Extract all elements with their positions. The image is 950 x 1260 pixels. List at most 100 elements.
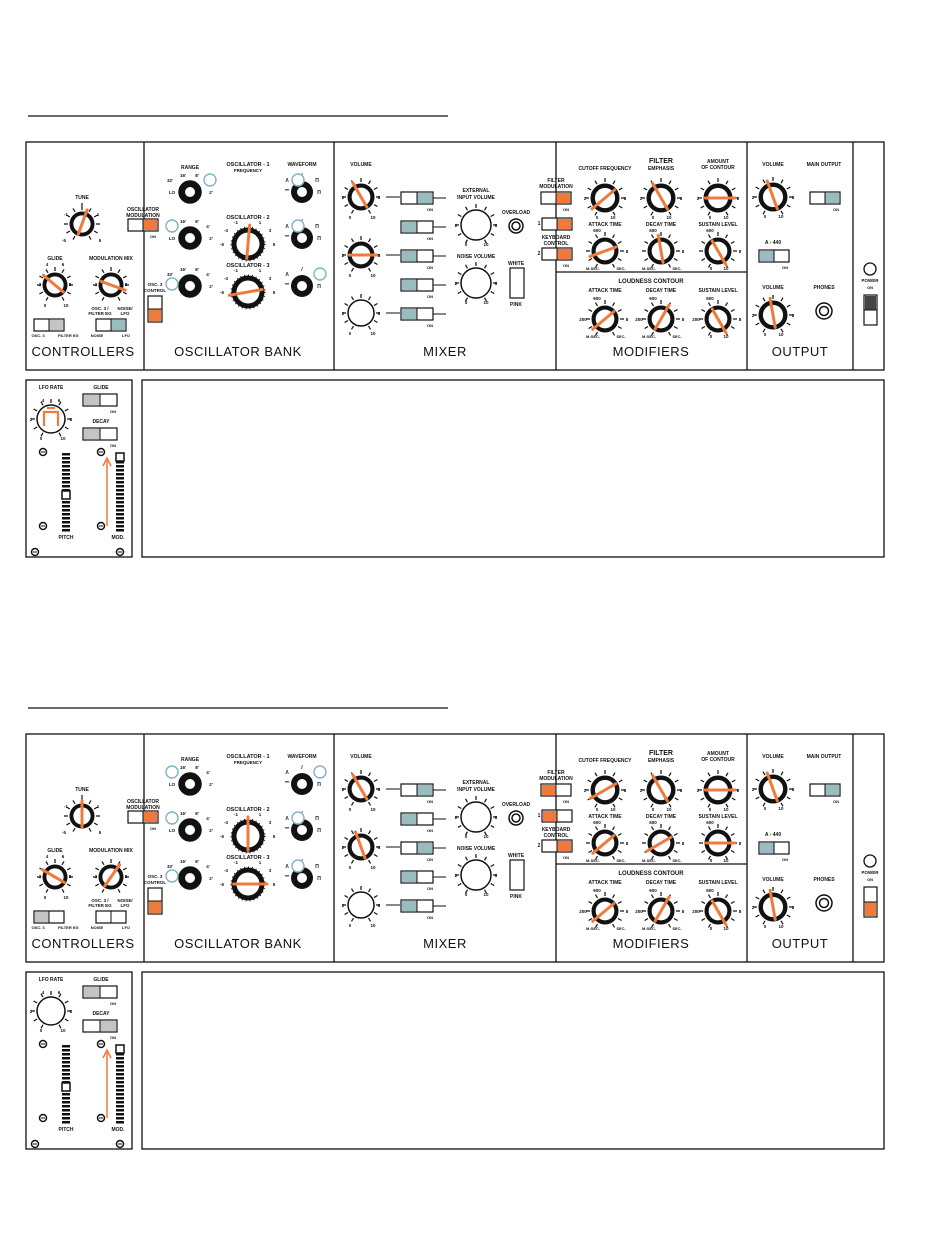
mixer-channel-4-switch[interactable] (400, 870, 434, 884)
switch-fill (100, 1021, 116, 1031)
filter-sustain-level-knob[interactable] (699, 824, 737, 860)
filter-sustain-level-knob[interactable] (699, 232, 737, 268)
oscillator-1-volume-knob[interactable] (342, 770, 380, 806)
keyboard-control-1-switch[interactable] (541, 809, 573, 823)
label-osc2: OSCILLATOR - 2 (226, 215, 269, 221)
oscillator-1-volume-knob[interactable] (342, 178, 380, 214)
main-output-switch[interactable] (809, 191, 841, 205)
tick-mark (66, 230, 71, 234)
pitch-wheel[interactable] (61, 453, 71, 532)
amount-of-contour-knob[interactable] (698, 770, 738, 808)
power-switch[interactable] (863, 886, 878, 918)
mixer-channel-2-switch[interactable] (400, 812, 434, 826)
keyboard-control-2-switch[interactable] (541, 247, 573, 261)
osc3-control-switch[interactable] (147, 295, 163, 323)
noise-lfo-switch[interactable] (95, 318, 127, 332)
mixer-channel-3-switch[interactable] (400, 249, 434, 263)
tick-mark (701, 308, 706, 313)
osc3-frequency-knob[interactable] (231, 867, 269, 901)
pitch-wheel[interactable] (61, 1045, 71, 1124)
scale-mark: -3 (224, 228, 228, 233)
oscillator-modulation-switch[interactable] (127, 218, 159, 232)
loudness-attack-time-knob[interactable] (586, 300, 624, 336)
filter-modulation-switch[interactable] (540, 783, 572, 797)
keyboard-control-2-switch[interactable] (541, 839, 573, 853)
external-input-volume-knob[interactable] (455, 204, 497, 244)
decay-switch[interactable] (82, 427, 118, 441)
emphasis-knob[interactable] (641, 770, 681, 808)
mixer-channel-4-switch[interactable] (400, 278, 434, 292)
mixer-channel-2-switch[interactable] (400, 220, 434, 234)
phones-volume-knob[interactable] (753, 887, 793, 925)
emphasis-knob[interactable] (641, 178, 681, 216)
modulation-wheel[interactable] (115, 452, 125, 532)
osc3-frequency-knob[interactable] (227, 275, 265, 309)
tick-mark (786, 322, 791, 326)
osc3-filter-eg-switch[interactable] (33, 910, 65, 924)
loudness-sustain-level-knob[interactable] (699, 300, 737, 336)
loudness-decay-time-knob[interactable] (642, 892, 680, 928)
a440-switch[interactable] (758, 249, 790, 263)
main-volume-knob[interactable] (753, 769, 793, 807)
mixer-channel-1-switch[interactable] (400, 783, 434, 797)
lfo-rate-knob[interactable] (31, 991, 71, 1029)
amount-of-contour-knob[interactable] (698, 178, 738, 216)
tune-knob[interactable] (64, 798, 100, 832)
keyboard-control-1-switch[interactable] (541, 217, 573, 231)
filter-modulation-switch[interactable] (540, 191, 572, 205)
white-pink-noise-switch[interactable] (509, 859, 525, 891)
loudness-attack-time-knob[interactable] (586, 892, 624, 928)
filter-attack-time-knob[interactable] (586, 824, 624, 860)
noise-lfo-switch[interactable] (95, 910, 127, 924)
a440-switch[interactable] (758, 841, 790, 855)
main-output-switch[interactable] (809, 783, 841, 797)
tick-mark (464, 206, 469, 211)
scale-mark: ON (427, 265, 433, 270)
decay-switch[interactable] (82, 1019, 118, 1033)
oscillator-3-volume-knob[interactable] (342, 886, 380, 922)
cutoff-frequency-knob[interactable] (585, 178, 625, 216)
phones-volume-knob[interactable] (753, 295, 793, 333)
osc2-frequency-knob[interactable] (231, 815, 265, 853)
filter-attack-time-knob[interactable] (586, 232, 624, 268)
glide-knob[interactable] (37, 859, 73, 893)
mixer-channel-5-switch[interactable] (400, 307, 434, 321)
oscillator-3-volume-knob[interactable] (342, 294, 380, 330)
scale-mark: 16' (180, 267, 186, 272)
scale-mark: 4 (46, 262, 49, 267)
oscillator-modulation-switch[interactable] (127, 810, 159, 824)
cutoff-frequency-knob[interactable] (585, 770, 625, 808)
wheel-ridge (62, 1073, 70, 1076)
loudness-sustain-level-knob[interactable] (699, 892, 737, 928)
wheel-ridge (116, 493, 124, 496)
power-switch[interactable] (863, 294, 878, 326)
white-pink-noise-switch[interactable] (509, 267, 525, 299)
scale-mark: 8' (195, 765, 199, 770)
scale-mark: 10 (666, 215, 672, 220)
oscillator-2-volume-knob[interactable] (342, 236, 380, 272)
noise-volume-knob[interactable] (455, 854, 497, 894)
glide-switch[interactable] (82, 393, 118, 407)
mixer-channel-3-switch[interactable] (400, 841, 434, 855)
knob-pointer (651, 181, 669, 211)
external-input-volume-knob[interactable] (455, 796, 497, 836)
main-volume-knob[interactable] (753, 177, 793, 215)
noise-volume-knob[interactable] (455, 262, 497, 302)
modulation-mix-knob[interactable] (93, 267, 129, 301)
glide-switch[interactable] (82, 985, 118, 999)
osc3-control-switch[interactable] (147, 887, 163, 915)
scale-mark: 10 (723, 807, 729, 812)
modulation-wheel[interactable] (115, 1044, 125, 1124)
tune-knob[interactable] (64, 206, 100, 240)
osc3-filter-eg-switch[interactable] (33, 318, 65, 332)
loudness-decay-time-knob[interactable] (642, 300, 680, 336)
filter-decay-time-knob[interactable] (642, 232, 680, 268)
glide-knob[interactable] (37, 267, 73, 301)
oscillator-2-volume-knob[interactable] (342, 828, 380, 864)
modulation-mix-knob[interactable] (93, 859, 129, 893)
mixer-channel-5-switch[interactable] (400, 899, 434, 913)
filter-decay-time-knob[interactable] (642, 824, 680, 860)
mixer-channel-1-switch[interactable] (400, 191, 434, 205)
tick-mark (700, 797, 705, 801)
osc2-frequency-knob[interactable] (231, 223, 265, 261)
